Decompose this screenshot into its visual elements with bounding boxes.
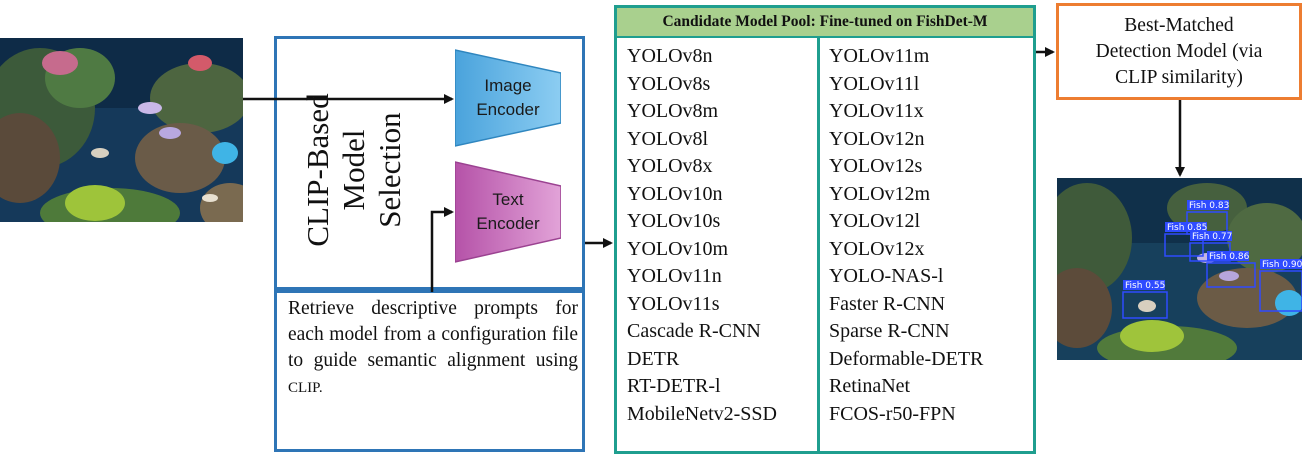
model-item: YOLOv12m bbox=[829, 182, 931, 205]
image-encoder-line2: Encoder bbox=[476, 100, 540, 119]
detection-box bbox=[1164, 233, 1204, 257]
model-item: YOLOv8m bbox=[627, 100, 719, 122]
model-item: YOLOv10m bbox=[627, 237, 729, 260]
detection-label-bg bbox=[1190, 231, 1232, 241]
detection-label: Fish 0.83 bbox=[1189, 201, 1229, 211]
model-item: Faster R-CNN bbox=[829, 292, 946, 315]
model-item: YOLOv8s bbox=[627, 72, 711, 95]
model-item: YOLOv11l bbox=[829, 72, 920, 95]
model-item: RT-DETR-l bbox=[627, 375, 721, 397]
model-item: YOLOv11n bbox=[627, 265, 722, 287]
prompt-text-tail: CLIP. bbox=[288, 380, 323, 396]
detection-label-bg bbox=[1260, 259, 1302, 269]
candidate-pool-header: Candidate Model Pool: Fine-tuned on Fish… bbox=[617, 8, 1033, 38]
clip-title-line1: CLIP-Based bbox=[300, 93, 335, 247]
model-item: Deformable-DETR bbox=[829, 347, 984, 370]
text-encoder: Text Encoder bbox=[455, 160, 561, 264]
clip-title-line3: Selection bbox=[372, 112, 407, 228]
model-item: RetinaNet bbox=[829, 375, 911, 397]
pool-column-divider bbox=[817, 38, 820, 452]
clip-selection-title: CLIP-Based Model Selection bbox=[290, 60, 418, 280]
model-item: YOLOv11m bbox=[829, 45, 930, 67]
model-item: MobileNetv2-SSD bbox=[627, 402, 777, 425]
model-item: YOLOv12s bbox=[829, 155, 923, 177]
detection-label: Fish 0.86 bbox=[1209, 252, 1250, 262]
prompt-retrieval-box bbox=[274, 290, 585, 452]
detection-label: Fish 0.85 bbox=[1167, 223, 1207, 233]
image-encoder-line1: Image bbox=[484, 76, 532, 95]
detection-box bbox=[1122, 291, 1168, 319]
detection-label-bg bbox=[1187, 200, 1229, 210]
best-matched-box bbox=[1056, 3, 1302, 100]
model-item: YOLOv10n bbox=[627, 182, 723, 205]
model-item: YOLOv10s bbox=[627, 210, 721, 232]
best-matched-line3: CLIP similarity) bbox=[1115, 67, 1243, 88]
detection-label: Fish 0.55 bbox=[1125, 281, 1165, 291]
model-item: YOLOv8x bbox=[627, 155, 713, 177]
model-item: YOLOv12x bbox=[829, 237, 925, 260]
clip-title-line2: Model bbox=[336, 129, 371, 211]
detection-label-bg bbox=[1207, 251, 1249, 261]
detection-box bbox=[1206, 262, 1256, 288]
detection-box bbox=[1259, 270, 1302, 312]
model-item: YOLOv8l bbox=[627, 127, 709, 150]
model-item: YOLOv12l bbox=[829, 210, 921, 232]
prompt-text-main: Retrieve descriptive prompts for each mo… bbox=[288, 298, 578, 371]
model-item: Cascade R-CNN bbox=[627, 320, 761, 342]
detection-label: Fish 0.77 bbox=[1192, 232, 1232, 242]
model-item: FCOS-r50-FPN bbox=[829, 402, 956, 425]
candidate-model-pool bbox=[614, 5, 1036, 454]
model-item: YOLOv12n bbox=[829, 127, 925, 150]
model-item: DETR bbox=[627, 347, 680, 370]
model-item: Sparse R-CNN bbox=[829, 320, 950, 342]
model-item: YOLOv8n bbox=[627, 45, 713, 67]
best-matched-line1: Best-Matched bbox=[1124, 15, 1234, 36]
detection-label: Fish 0.90 bbox=[1262, 260, 1302, 270]
input-aquarium-image bbox=[0, 38, 243, 222]
text-encoder-line2: Encoder bbox=[476, 214, 540, 233]
image-encoder: Image Encoder bbox=[455, 48, 561, 148]
detection-label-bg bbox=[1123, 280, 1165, 290]
detection-label-bg bbox=[1165, 222, 1207, 232]
best-matched-line2: Detection Model (via bbox=[1095, 41, 1263, 62]
model-item: YOLOv11x bbox=[829, 100, 924, 122]
text-encoder-line1: Text bbox=[492, 190, 524, 209]
model-item: YOLOv11s bbox=[627, 292, 720, 315]
best-matched-text: Best-Matched Detection Model (via CLIP s… bbox=[1060, 8, 1298, 96]
model-item: YOLO-NAS-l bbox=[829, 265, 944, 287]
prompt-retrieval-text: Retrieve descriptive prompts for each mo… bbox=[288, 296, 578, 401]
